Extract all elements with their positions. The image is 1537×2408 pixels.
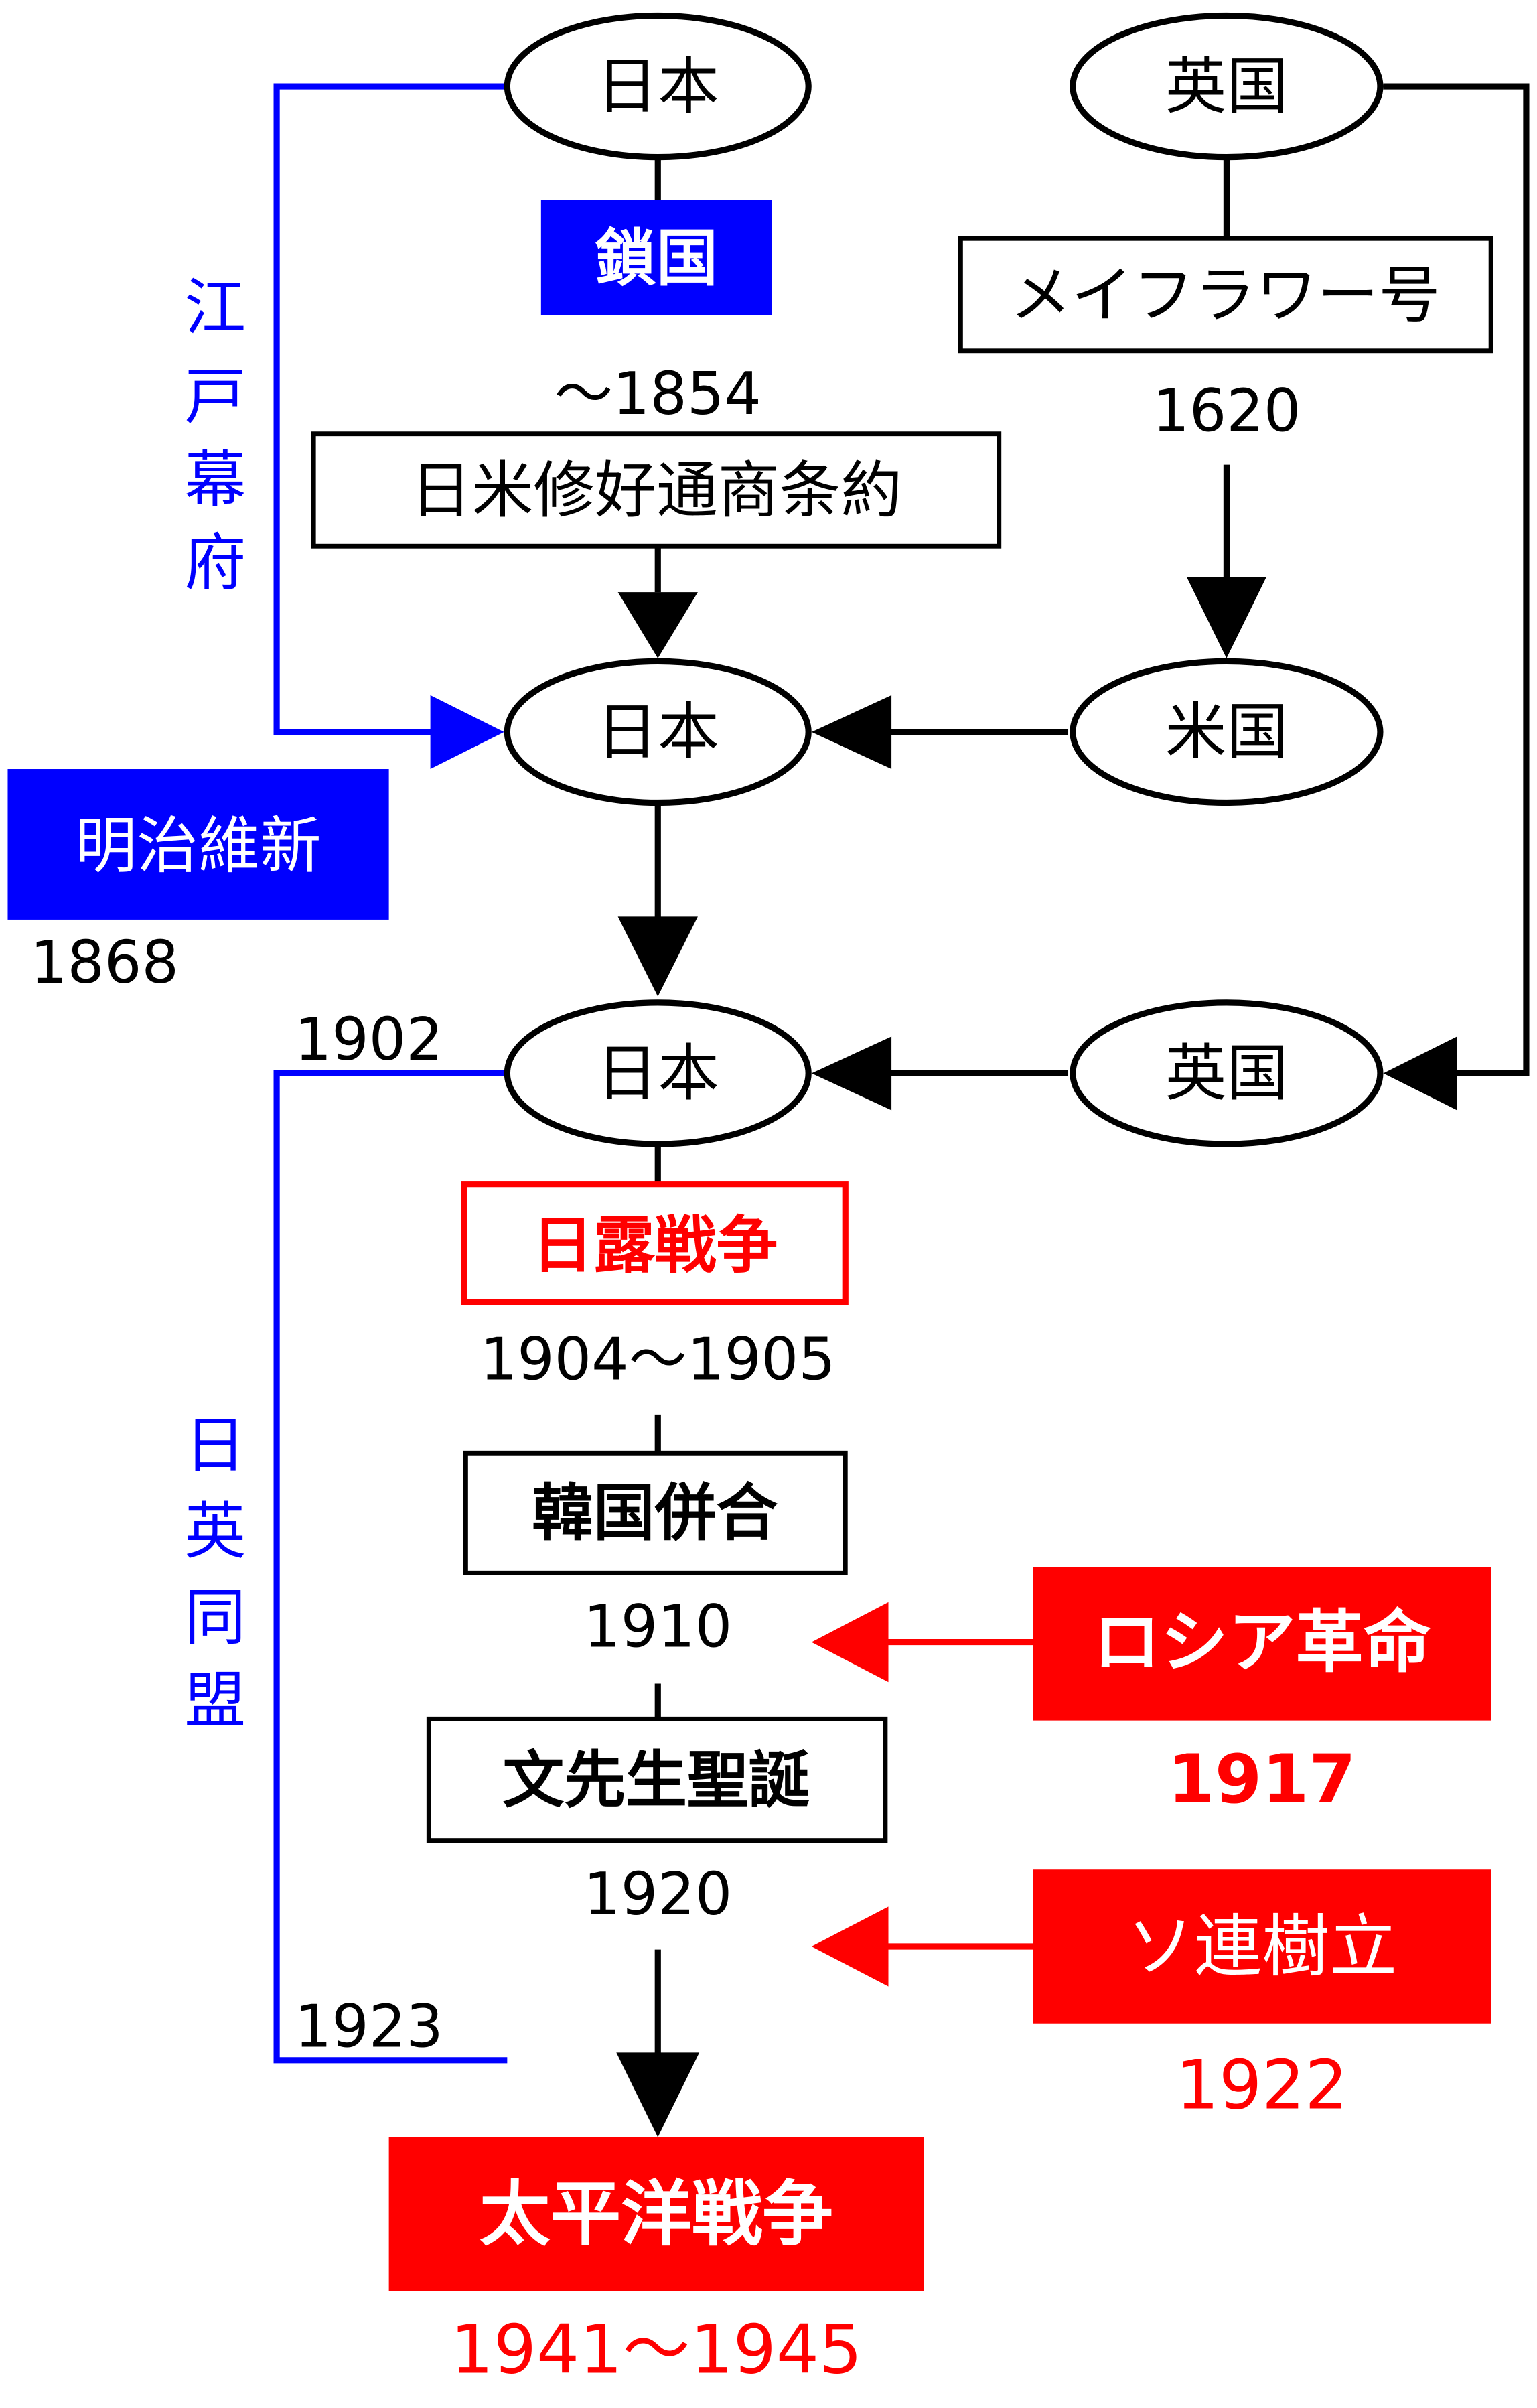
arrow-down-icon: [1186, 577, 1267, 658]
year-label: 1923: [295, 1992, 443, 2060]
box-treaty: 日米修好通商条約: [311, 431, 1002, 549]
node-britain-low: 英国: [1070, 999, 1384, 1147]
box-revolution: ロシア革命: [1033, 1567, 1491, 1721]
box-label: 明治維新: [75, 810, 321, 881]
node-britain-top: 英国: [1070, 12, 1384, 161]
box-ussr: ソ連樹立: [1033, 1869, 1491, 2024]
box-label: 太平洋戦争: [480, 2173, 833, 2255]
node-label: 日本: [596, 51, 719, 123]
year-label: ～1854: [555, 360, 761, 428]
year-label: 1922: [1176, 2046, 1348, 2125]
box-russo-war: 日露戦争: [461, 1181, 849, 1305]
svg-text:英: 英: [184, 1496, 246, 1567]
edo-bracket: [273, 83, 508, 735]
arrow-left-icon: [811, 1602, 889, 1683]
svg-text:同: 同: [184, 1581, 246, 1653]
box-label: ロシア革命: [1093, 1603, 1431, 1682]
arrow-left-icon: [811, 695, 892, 770]
node-usa: 米国: [1070, 658, 1384, 806]
node-label: 英国: [1165, 1038, 1289, 1109]
arrowheads: [430, 577, 1457, 2137]
svg-text:戸: 戸: [184, 361, 246, 433]
year-label: 1904～1905: [480, 1325, 836, 1393]
year-label: 1920: [583, 1860, 732, 1928]
box-label: メイフラワー号: [1010, 260, 1441, 332]
year-label: 1902: [295, 1005, 443, 1074]
connectors: [273, 83, 1530, 2064]
svg-text:日: 日: [184, 1409, 246, 1481]
arrow-down-icon: [617, 592, 698, 658]
arrow-left-icon: [1383, 1036, 1457, 1111]
arrow-down-icon: [617, 916, 698, 997]
arrow-right-icon: [430, 695, 504, 770]
node-label: 米国: [1165, 696, 1289, 768]
svg-text:幕: 幕: [184, 444, 246, 516]
year-label: 1917: [1168, 1740, 1356, 1819]
box-annexation: 韓国併合: [463, 1450, 848, 1575]
box-meiji: 明治維新: [7, 769, 389, 920]
arrow-left-icon: [811, 1036, 892, 1111]
alliance-bracket: [273, 1070, 508, 2064]
box-label: 韓国併合: [532, 1477, 778, 1549]
node-japan-mid: 日本: [504, 658, 812, 806]
node-label: 英国: [1165, 51, 1289, 123]
box-birth: 文先生聖誕: [426, 1716, 888, 1843]
node-japan-top: 日本: [504, 12, 812, 161]
year-label: 1910: [583, 1593, 732, 1661]
box-label: ソ連樹立: [1126, 1907, 1397, 1986]
arrow-left-icon: [811, 1906, 889, 1987]
anglo-japanese-alliance-label: 日 英 同 盟: [184, 1409, 246, 1736]
year-label: 1868: [30, 928, 179, 997]
box-label: 日露戦争: [532, 1210, 778, 1281]
node-label: 日本: [596, 696, 719, 768]
box-label: 日米修好通商条約: [411, 455, 902, 526]
box-sakoku: 鎖国: [540, 200, 772, 315]
node-japan-low: 日本: [504, 999, 812, 1147]
svg-text:府: 府: [184, 527, 246, 599]
box-pacific-war: 太平洋戦争: [388, 2137, 924, 2291]
year-label: 1620: [1152, 376, 1301, 445]
box-mayflower: メイフラワー号: [958, 236, 1493, 354]
box-label: 文先生聖誕: [502, 1745, 810, 1817]
node-label: 日本: [596, 1038, 719, 1109]
box-label: 鎖国: [595, 223, 718, 295]
edo-shogunate-label: 江 戸 幕 府: [184, 272, 246, 599]
year-label: 1941～1945: [451, 2310, 863, 2389]
svg-text:盟: 盟: [184, 1665, 246, 1736]
svg-text:江: 江: [184, 272, 246, 344]
arrow-down-icon: [616, 2052, 700, 2137]
